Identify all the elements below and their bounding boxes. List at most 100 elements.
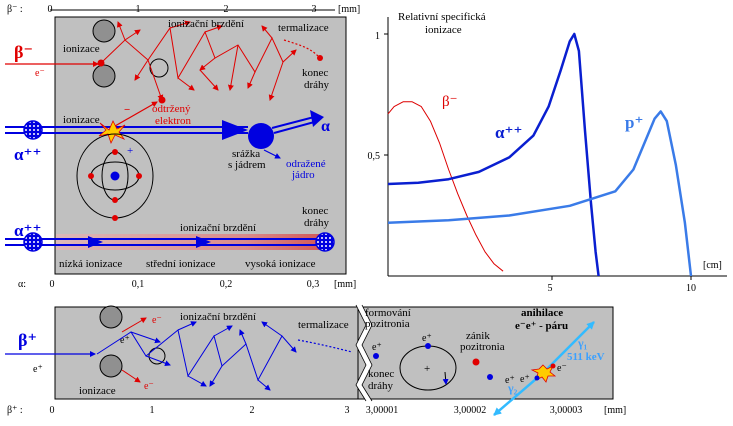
alpha-scatter-line-1 (271, 115, 319, 129)
chart-x-tick-label-10: 10 (686, 283, 696, 294)
top-axis-tick-1: 1 (136, 4, 141, 15)
vysoka-ionizace: vysoká ionizace (245, 258, 316, 270)
alpha-axis-unit: [mm] (334, 279, 356, 290)
bp-axis-unit-label: β⁺ : (7, 405, 23, 416)
ionization-chart: Relativní specifická ionizace 1 0,5 5 10… (368, 11, 727, 294)
beta-minus-symbol: β⁻ (14, 42, 33, 62)
bp-e-plus-b: e⁺ (505, 375, 515, 386)
jadro-label: jádro (291, 169, 315, 181)
alpha-ionizace-label: ionizace (63, 114, 100, 126)
beta-minus-thermal-dots (283, 39, 319, 57)
bp-konec: konec (368, 368, 394, 380)
odtrzeny-label: odtržený (152, 103, 191, 115)
orbit-electron-1 (88, 173, 94, 179)
alpha-particle-2 (23, 232, 43, 252)
bp-ionizacni-brzdeni: ionizační brzdění (180, 311, 256, 323)
atom-large-2 (92, 64, 116, 88)
bp-blue-dot (487, 374, 493, 380)
bp-e-plus-end: e⁺ (372, 342, 382, 353)
beta-minus-ionizacni-brzdeni: ionizační brzdění (168, 18, 244, 30)
alpha-scatter-head (310, 110, 324, 127)
beta-plus-panel-right (357, 306, 614, 400)
chart-series-line-1 (387, 32, 600, 277)
positronium-e-plus (425, 343, 431, 349)
orbit-electron-2 (136, 173, 142, 179)
alpha-track-section: α⁺⁺ konec dráhy ionizační brzdění nízká … (5, 205, 335, 270)
alpha-axis-tick-2: 0,2 (220, 279, 233, 290)
atom-plus-sign: + (127, 145, 133, 157)
ann-e-minus-label: e⁻ (557, 363, 567, 374)
legend-beta-minus: β⁻ (442, 94, 458, 110)
bp-red-dot (472, 358, 480, 366)
alpha-track-arrow-2 (196, 236, 211, 248)
s-jadrem-label: s jádrem (228, 159, 266, 171)
bp-axis-tick-0: 0 (50, 405, 55, 416)
top-axis-tick-0: 0 (48, 4, 53, 15)
top-axis-tick-3: 3 (312, 4, 317, 15)
legend-alpha: α⁺⁺ (495, 123, 522, 142)
alpha-axis-tick-0: 0 (50, 279, 55, 290)
top-axis: β⁻ : 0 1 2 3 [mm] (7, 4, 360, 15)
atom-large-1 (92, 19, 116, 43)
chart-x-tick-label-5: 5 (548, 283, 553, 294)
orbit-electron-5 (112, 215, 118, 221)
beta-minus-ionizace-label: ionizace (63, 43, 100, 55)
alpha-track-konec: konec (302, 205, 328, 217)
axis-break-outline-l (355, 304, 367, 402)
orbit-electron-4 (112, 197, 118, 203)
alpha-particle-end (315, 232, 335, 252)
bp-pozitronia-2: pozitronia (460, 341, 505, 353)
minus-sign: − (124, 104, 130, 116)
chart-lines (387, 32, 693, 277)
bp-atom-large-2 (99, 354, 123, 378)
bp-e-plus-mini: e⁺ (120, 335, 130, 346)
atom-nucleus (110, 171, 120, 181)
top-axis-tick-2: 2 (224, 4, 229, 15)
ann-e-plus-dot (534, 375, 540, 381)
bp-zanik: zánik (466, 330, 490, 342)
bp-ionizace: ionizace (79, 385, 116, 397)
bp-axis-tick-5: 3,00002 (454, 405, 487, 416)
alpha-track-ionizacni-brzdeni: ionizační brzdění (180, 222, 256, 234)
alpha-track-arrow-1 (88, 236, 103, 248)
bp-atom-large-1 (99, 305, 123, 329)
elektron-label: elektron (155, 115, 192, 127)
bp-red-arrow-1 (121, 317, 147, 333)
beta-plus-zigzag (96, 321, 297, 391)
chart-series-line-2 (387, 110, 693, 277)
beta-minus-zigzag (100, 20, 297, 101)
legend-proton: p⁺ (625, 113, 643, 132)
chart-series-line-0 (387, 101, 504, 272)
gamma-2-label: γ₂ (507, 381, 518, 395)
top-axis-unit: [mm] (338, 4, 360, 15)
alpha-scattered-symbol: α (321, 118, 330, 135)
bp-formovani: formování (365, 307, 411, 319)
bp-drahy: dráhy (368, 380, 394, 392)
beta-minus-electron-label: e⁻ (35, 68, 45, 79)
nucleus (248, 123, 274, 149)
bp-anihilace: anihilace (521, 307, 563, 319)
chart-x-unit: [cm] (703, 260, 722, 271)
bp-axis-tick-2: 2 (250, 405, 255, 416)
bp-axis-tick-6: 3,00003 (550, 405, 583, 416)
bp-axis-unit: [mm] (604, 405, 626, 416)
beta-plus-axis: β⁺ : 0 1 2 3 3,00001 3,00002 3,00003 [mm… (7, 405, 626, 416)
beta-minus-section: β⁻ e⁻ ionizace ionizační brzdění t (5, 18, 330, 104)
beta-minus-konec: konec (302, 67, 328, 79)
collision-burst-1 (98, 120, 126, 145)
bp-pozitronia: pozitronia (365, 318, 410, 330)
orbit-electron-3 (112, 149, 118, 155)
alpha-axis-tick-3: 0,3 (307, 279, 320, 290)
chart-title-line-2: ionizace (425, 24, 462, 36)
alpha-axis-unit-label: α: (18, 279, 26, 290)
alpha-left-symbol-1: α⁺⁺ (14, 145, 41, 164)
odrazene-label: odražené (286, 158, 326, 170)
axis-break-outline-r (361, 304, 373, 402)
positronium-e-plus-label: e⁺ (422, 333, 432, 344)
beta-minus-end-dot (317, 55, 323, 61)
positronium-center: + (424, 363, 430, 375)
top-axis-unit-label: β⁻ : (7, 4, 23, 15)
alpha-beam-arrowhead (222, 120, 248, 140)
beta-plus-positron-label: e⁺ (33, 364, 43, 375)
